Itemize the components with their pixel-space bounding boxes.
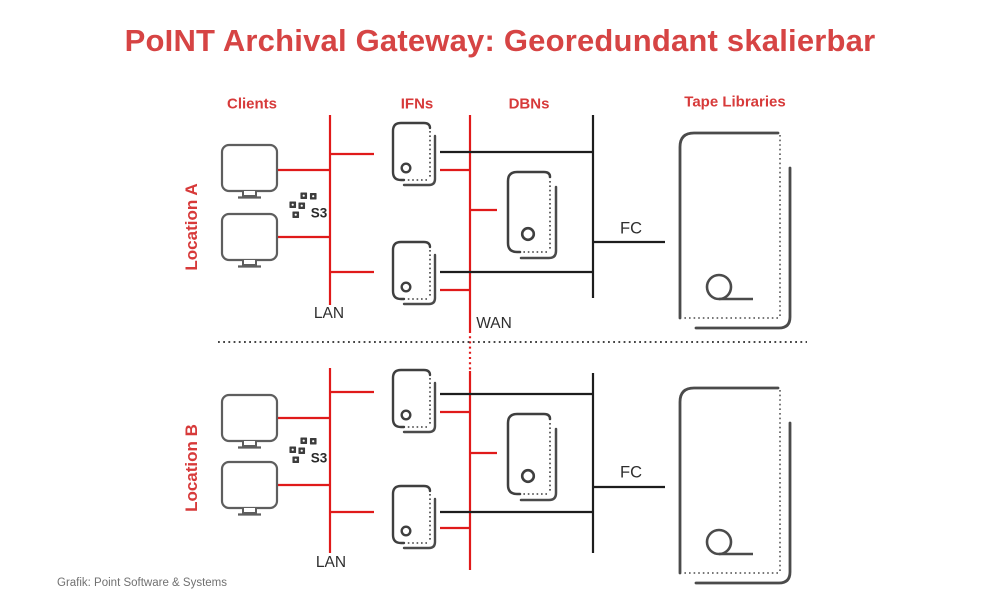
wan-label: WAN — [476, 315, 512, 332]
client-monitor-icon — [220, 212, 279, 268]
location-b-label: Location B — [182, 424, 201, 512]
lan-a-label: LAN — [313, 305, 345, 322]
column-header-clients: Clients — [226, 95, 278, 113]
column-header-ifns: IFNs — [400, 95, 434, 113]
ifn-server-icon — [391, 240, 437, 306]
location-a-label: Location A — [182, 183, 201, 271]
column-header-dbns: DBNs — [508, 95, 550, 113]
dbn-server-icon — [506, 170, 558, 260]
fc-a-label: FC — [620, 219, 642, 238]
ifn-server-icon — [391, 368, 437, 434]
page-title: PoINT Archival Gateway: Georedundant ska… — [124, 23, 876, 58]
client-monitor-icon — [220, 143, 279, 199]
fc-b-label: FC — [620, 463, 642, 482]
graphic-credit-caption: Grafik: Point Software & Systems — [57, 577, 228, 589]
s3-protocol-label: S3 — [310, 205, 328, 221]
client-monitor-icon — [220, 460, 279, 516]
client-monitor-icon — [220, 393, 279, 449]
ifn-server-icon — [391, 484, 437, 550]
ifn-server-icon — [391, 121, 437, 187]
s3-protocol-label: S3 — [310, 450, 328, 466]
dbn-server-icon — [506, 412, 558, 502]
column-header-tape-libraries: Tape Libraries — [684, 93, 786, 111]
lan-b-label: LAN — [315, 554, 347, 571]
tape-library-icon — [678, 131, 792, 330]
tape-library-icon — [678, 386, 792, 585]
